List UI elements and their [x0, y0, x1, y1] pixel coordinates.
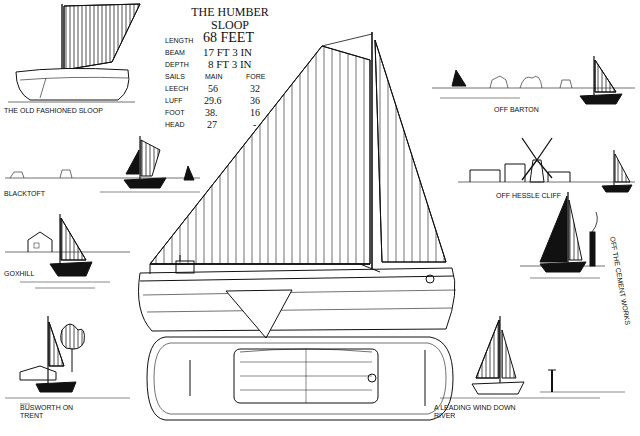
spec-name: FOOT: [165, 109, 184, 117]
sloop-plan: [147, 337, 453, 420]
vignette-caption: A LEADING WIND DOWN RIVER: [434, 404, 534, 419]
old-sloop-vignette: [8, 4, 140, 102]
spec-value: 36: [250, 95, 260, 106]
vignette-caption: BUSWORTH ON TRENT: [20, 404, 80, 419]
vignette-caption: OFF THE CEMENT WORKS: [608, 236, 631, 326]
main-sloop: [139, 32, 457, 338]
spec-name: LEECH: [165, 85, 188, 93]
spec-name: LENGTH: [165, 37, 193, 45]
spec-name: HEAD: [165, 121, 184, 129]
busworth-vignette: [5, 316, 130, 404]
cement-works-vignette: [520, 192, 605, 278]
spec-header: FORE: [246, 73, 265, 81]
spec-name: DEPTH: [165, 61, 189, 69]
barton-vignette: [432, 56, 635, 104]
spec-value: 16: [250, 107, 260, 118]
vignette-caption: GOXHILL: [4, 270, 34, 278]
leading-wind-vignette: [440, 316, 625, 398]
spec-name: SAILS: [165, 73, 185, 81]
drawing-title: THE HUMBER SLOOP: [182, 6, 278, 32]
goxhill-vignette: [5, 214, 130, 288]
spec-value: 27: [207, 119, 217, 130]
vignette-caption: OFF BARTON: [494, 106, 539, 114]
spec-value: 17 FT 3 IN: [203, 46, 252, 58]
spec-value: 38.: [205, 107, 218, 118]
vignette-caption: THE OLD FASHIONED SLOOP: [4, 107, 103, 115]
spec-name: LUFF: [165, 97, 183, 105]
hessle-vignette: [458, 138, 635, 192]
spec-header: MAIN: [205, 73, 223, 81]
spec-value: 32: [250, 83, 260, 94]
spec-value: 56: [208, 83, 218, 94]
vignette-caption: OFF HESSLE CLIFF: [496, 192, 561, 200]
blacktoft-vignette: [5, 136, 200, 192]
spec-value: 8 FT 3 IN: [208, 58, 252, 70]
spec-value: 29.6: [204, 95, 222, 106]
vignette-caption: BLACKTOFT: [4, 190, 45, 198]
spec-value: 68 FEET: [203, 30, 254, 45]
spec-value: -: [253, 119, 256, 130]
spec-name: BEAM: [165, 49, 185, 57]
